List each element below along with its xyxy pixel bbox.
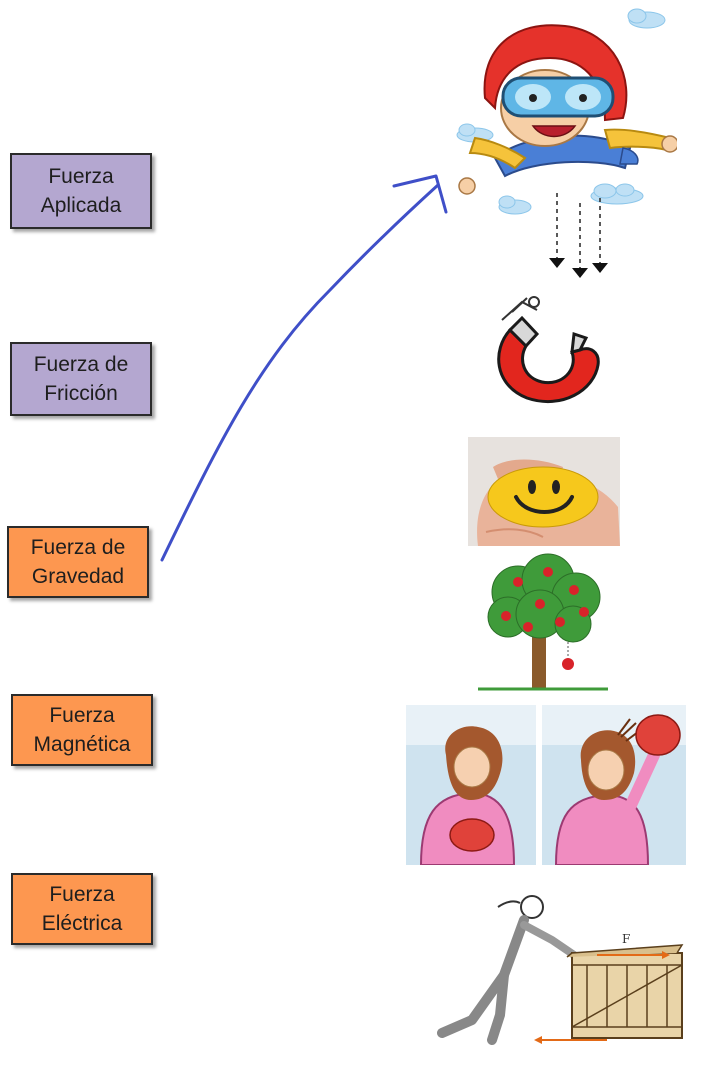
person-pushing-crate-icon[interactable]: F bbox=[432, 885, 692, 1050]
label-fuerza-gravedad[interactable]: Fuerza de Gravedad bbox=[7, 526, 149, 598]
label-fuerza-friccion[interactable]: Fuerza de Fricción bbox=[10, 342, 152, 416]
label-line: Eléctrica bbox=[41, 912, 123, 935]
label-line: Fuerza bbox=[49, 882, 115, 906]
label-line: Gravedad bbox=[31, 565, 125, 588]
label-line: Fuerza bbox=[48, 164, 114, 188]
label-line: Fuerza bbox=[49, 703, 115, 727]
squeezed-smiley-ball-icon[interactable] bbox=[468, 437, 620, 546]
label-line: Fricción bbox=[44, 382, 118, 405]
label-fuerza-magnetica[interactable]: Fuerza Magnética bbox=[11, 694, 153, 766]
label-line: Magnética bbox=[33, 733, 131, 756]
label-line: Aplicada bbox=[40, 194, 122, 217]
force-vector-label: F bbox=[622, 932, 630, 946]
label-fuerza-electrica[interactable]: Fuerza Eléctrica bbox=[11, 873, 153, 945]
label-line: Fuerza de bbox=[30, 535, 126, 559]
horseshoe-magnet-icon[interactable] bbox=[482, 290, 607, 408]
label-fuerza-aplicada[interactable]: Fuerza Aplicada bbox=[10, 153, 152, 229]
girl-balloon-static-icon[interactable] bbox=[406, 705, 686, 865]
skydiver-icon[interactable] bbox=[455, 8, 677, 280]
label-line: Fuerza de bbox=[33, 352, 129, 376]
apple-tree-icon[interactable] bbox=[478, 552, 608, 692]
